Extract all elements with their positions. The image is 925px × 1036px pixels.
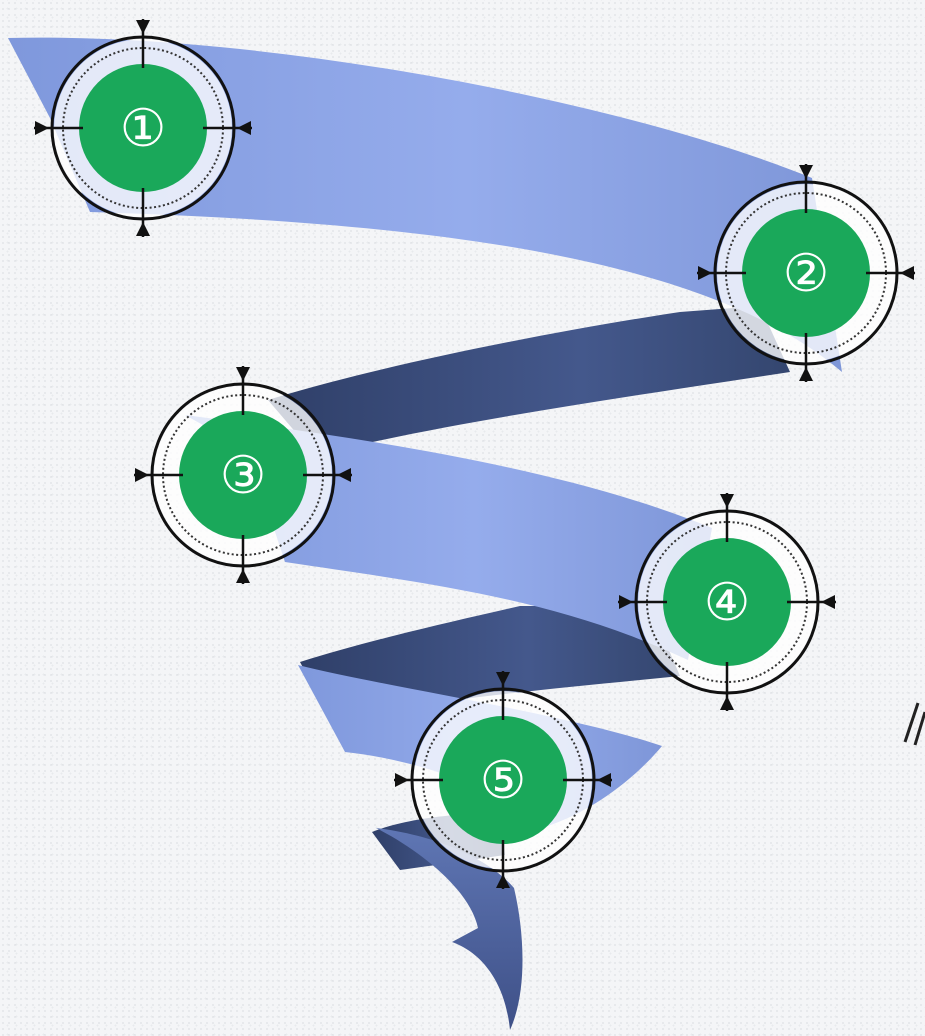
arrow-left-icon [135, 468, 149, 482]
marker-disc [439, 716, 567, 844]
ribbon-back-1 [268, 306, 790, 455]
marker-4: ④ [618, 493, 836, 711]
arrow-bottom-icon [720, 696, 734, 710]
arrow-top-icon [496, 672, 510, 686]
decorative-slashes [903, 702, 925, 746]
arrow-bottom-icon [236, 569, 250, 583]
marker-label: ① [120, 99, 167, 159]
marker-label: ⑤ [480, 751, 527, 811]
marker-5: ⑤ [394, 671, 612, 889]
arrow-right-icon [597, 773, 611, 787]
arrow-top-icon [136, 20, 150, 34]
marker-label: ② [783, 244, 830, 304]
ribbon-tail [376, 828, 523, 1030]
arrow-left-icon [395, 773, 409, 787]
marker-3: ③ [134, 366, 352, 584]
arrow-bottom-icon [799, 367, 813, 381]
arrow-right-icon [237, 121, 251, 135]
marker-2: ② [697, 164, 915, 382]
marker-1: ① [34, 19, 252, 237]
arrow-right-icon [900, 266, 914, 280]
markers-layer: ① ② ③ ④ ⑤ [34, 19, 915, 889]
arrow-top-icon [236, 367, 250, 381]
marker-disc [79, 64, 207, 192]
arrow-bottom-icon [496, 874, 510, 888]
marker-disc [742, 209, 870, 337]
arrow-bottom-icon [136, 222, 150, 236]
marker-disc [179, 411, 307, 539]
arrow-left-icon [35, 121, 49, 135]
marker-disc [663, 538, 791, 666]
arrow-left-icon [698, 266, 712, 280]
arrow-left-icon [619, 595, 633, 609]
arrow-right-icon [337, 468, 351, 482]
arrow-top-icon [720, 494, 734, 508]
arrow-right-icon [821, 595, 835, 609]
marker-label: ④ [704, 573, 751, 633]
marker-label: ③ [220, 446, 267, 506]
arrow-top-icon [799, 165, 813, 179]
